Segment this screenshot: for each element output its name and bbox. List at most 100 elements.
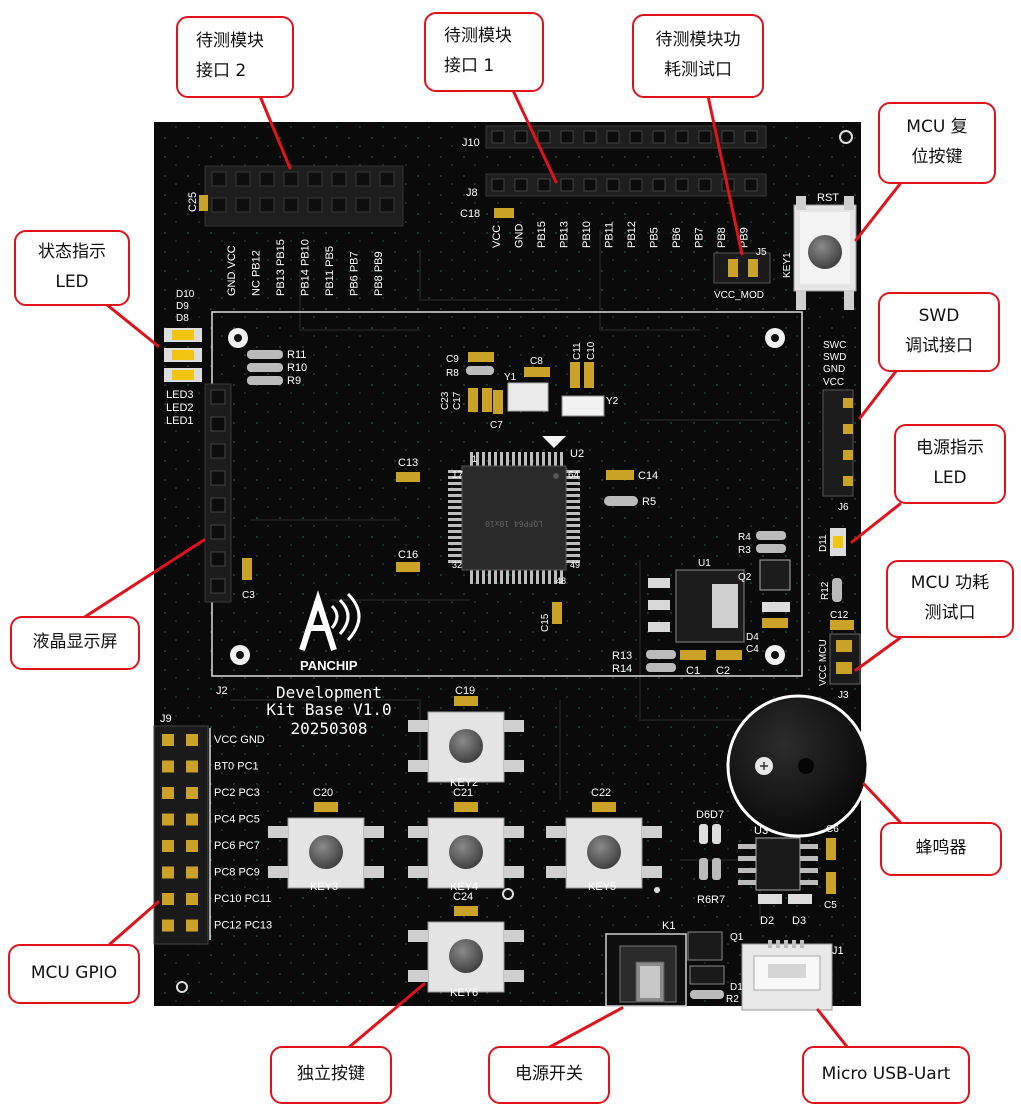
header-hole (583, 130, 597, 144)
header-hole (560, 130, 574, 144)
arrow-status-led (104, 302, 160, 348)
silk-j8-pin: PB5 (649, 227, 661, 248)
header-j10 (204, 165, 404, 227)
silk-j8-pin: PB11 (604, 222, 616, 248)
micro-usb-connector[interactable] (741, 940, 833, 1011)
silk-pin64: 64 (568, 470, 580, 481)
header-hole (606, 130, 620, 144)
silk-j9-pin: PC4 PC5 (214, 814, 260, 826)
lcd-connector (204, 383, 232, 603)
silk-j8-pin: PB10 (581, 221, 593, 248)
header-hole (514, 178, 528, 192)
gpio-pin (186, 866, 198, 879)
silk-swd: SWD (823, 352, 846, 363)
gpio-pin (162, 813, 174, 826)
gpio-pin (162, 866, 174, 879)
voltage-regulator (648, 569, 745, 643)
silk-j8-pin: PB8 (716, 227, 728, 248)
silk-r9: R9 (287, 375, 301, 387)
header-hole (283, 171, 299, 187)
callout-mcu-reset: MCU 复 位按键 (878, 102, 996, 184)
header-hole (583, 178, 597, 192)
callout-mcu-reset-line2: 位按键 (911, 147, 963, 167)
silk-r8: R8 (446, 368, 459, 379)
arrow-swd (858, 364, 902, 420)
arrow-power-switch (546, 1006, 624, 1050)
silk-j8-pin: VCC (491, 225, 503, 248)
connector-hole (210, 551, 226, 567)
silk-r10: R10 (287, 362, 307, 374)
key5-button[interactable] (546, 817, 662, 889)
callout-module2: 待测模块 接口 2 (176, 16, 294, 98)
header-hole (744, 130, 758, 144)
silk-j10-pin: PB8 PB9 (373, 251, 385, 296)
gpio-pin (162, 734, 174, 746)
callout-mcu-reset-line1: MCU 复 (906, 117, 968, 138)
silk-j5: J5 (756, 247, 767, 258)
connector-hole (210, 524, 226, 540)
connector-hole (210, 443, 226, 459)
header-hole (211, 197, 227, 213)
header-hole (744, 178, 758, 192)
header-hole (235, 171, 251, 187)
arrow-power-led (850, 502, 902, 544)
key2-button[interactable] (408, 711, 524, 783)
silk-r13: R13 (612, 650, 632, 662)
header-hole (698, 178, 712, 192)
callout-lcd-text: 液晶显示屏 (32, 632, 118, 653)
silk-c16: C16 (398, 549, 418, 561)
callout-power-switch-text: 电源开关 (515, 1064, 583, 1085)
silk-c8: C8 (530, 356, 543, 367)
silk-swc: SWC (823, 340, 846, 351)
silk-j8-pin: PB7 (694, 227, 706, 248)
callout-module-power-line1: 待测模块功 (655, 30, 741, 51)
callout-module1: 待测模块 接口 1 (424, 12, 544, 92)
silk-j10-pin: PB11 PB5 (324, 246, 336, 296)
silk-u1: U1 (698, 558, 711, 569)
silk-key2: KEY2 (450, 777, 478, 789)
header-hole (606, 178, 620, 192)
callout-mcu-gpio-text: MCU GPIO (30, 963, 118, 984)
silk-u3: U3 (754, 825, 768, 837)
silk-k1: K1 (662, 920, 675, 932)
gpio-pin (162, 893, 174, 905)
header-hole (331, 171, 347, 187)
callout-module1-line1: 待测模块 (444, 26, 512, 47)
header-hole (491, 130, 505, 144)
silk-j9-pin: VCC GND (214, 734, 265, 746)
gpio-pin (186, 840, 198, 852)
silk-c14: C14 (638, 470, 658, 482)
gpio-pin (186, 734, 198, 746)
silk-d3: D3 (792, 915, 806, 927)
silk-c9: C9 (446, 354, 459, 365)
silk-c23: C23 (440, 391, 451, 410)
gpio-pin (186, 813, 198, 826)
silk-y2: Y2 (606, 396, 619, 407)
silk-j10-pin: PB13 PB15 (275, 239, 287, 296)
key6-button[interactable] (408, 921, 524, 993)
silk-r12: R12 (820, 581, 831, 600)
key4-button[interactable] (408, 817, 524, 889)
silk-vcc-mod: VCC_MOD (714, 290, 764, 301)
buzzer (726, 694, 870, 838)
silk-j9-pin: PC12 PC13 (214, 920, 272, 932)
silk-j10: J10 (462, 137, 480, 149)
silk-c15: C15 (540, 613, 551, 632)
silk-c5: C5 (824, 900, 837, 911)
mcu-chip: LQFP64 10x10 (448, 452, 580, 584)
silk-d6d7: D6D7 (696, 809, 724, 821)
silk-j10-pin: NC PB12 (251, 250, 263, 296)
silk-pin49: 49 (570, 560, 580, 570)
callout-swd: SWD 调试接口 (878, 292, 1000, 372)
callout-status-led-line1: 状态指示 (38, 242, 106, 263)
silk-key5: KEY5 (588, 881, 616, 893)
silk-d10: D10 (176, 289, 195, 300)
silk-d8: D8 (176, 313, 189, 324)
header-hole (235, 197, 251, 213)
reset-button[interactable] (793, 196, 857, 310)
power-switch[interactable] (605, 933, 687, 1007)
silk-c1: C1 (686, 665, 700, 677)
header-hole (560, 178, 574, 192)
silk-pin1: 1 (472, 454, 477, 464)
key3-button[interactable] (268, 817, 384, 889)
